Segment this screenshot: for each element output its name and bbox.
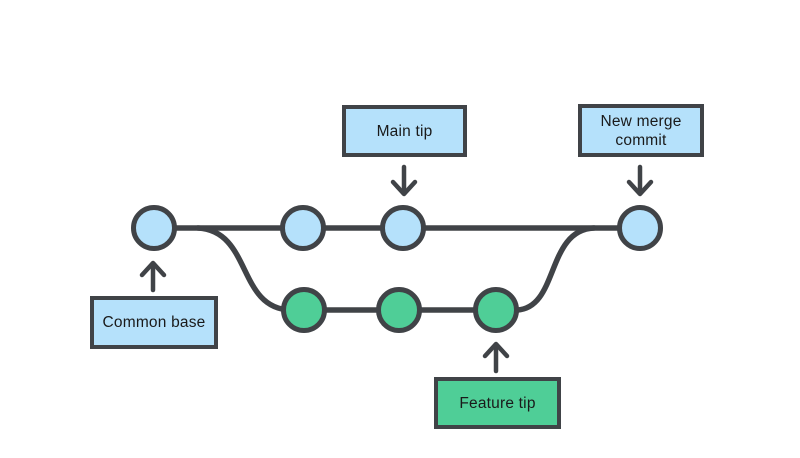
- common-base-label: Common base: [102, 314, 206, 331]
- feature-tip-label: Feature tip: [459, 394, 536, 412]
- main-tip-label: Main tip: [376, 122, 433, 140]
- commit-main-tip: [380, 205, 426, 251]
- new-merge-commit-label: New merge commit: [600, 112, 682, 149]
- common-base-label-box: Common base: [90, 296, 218, 349]
- feature-tip-label-box: Feature tip: [434, 377, 561, 429]
- commit-main-2: [280, 205, 326, 251]
- arrow-down-main-tip: [390, 164, 418, 197]
- commit-feature-2: [376, 287, 422, 333]
- arrow-down-merge-commit: [626, 164, 654, 197]
- commit-feature-1: [281, 287, 327, 333]
- arrow-up-feature-tip: [482, 341, 510, 374]
- commit-feature-tip: [473, 287, 519, 333]
- commit-common-base: [131, 205, 177, 251]
- new-merge-commit-label-box: New merge commit: [578, 104, 704, 157]
- arrow-up-common-base: [139, 260, 167, 293]
- feature-branch-fork-curve: [195, 225, 293, 313]
- feature-branch-merge-curve: [514, 225, 597, 313]
- commit-merge: [617, 205, 663, 251]
- main-tip-label-box: Main tip: [342, 105, 467, 157]
